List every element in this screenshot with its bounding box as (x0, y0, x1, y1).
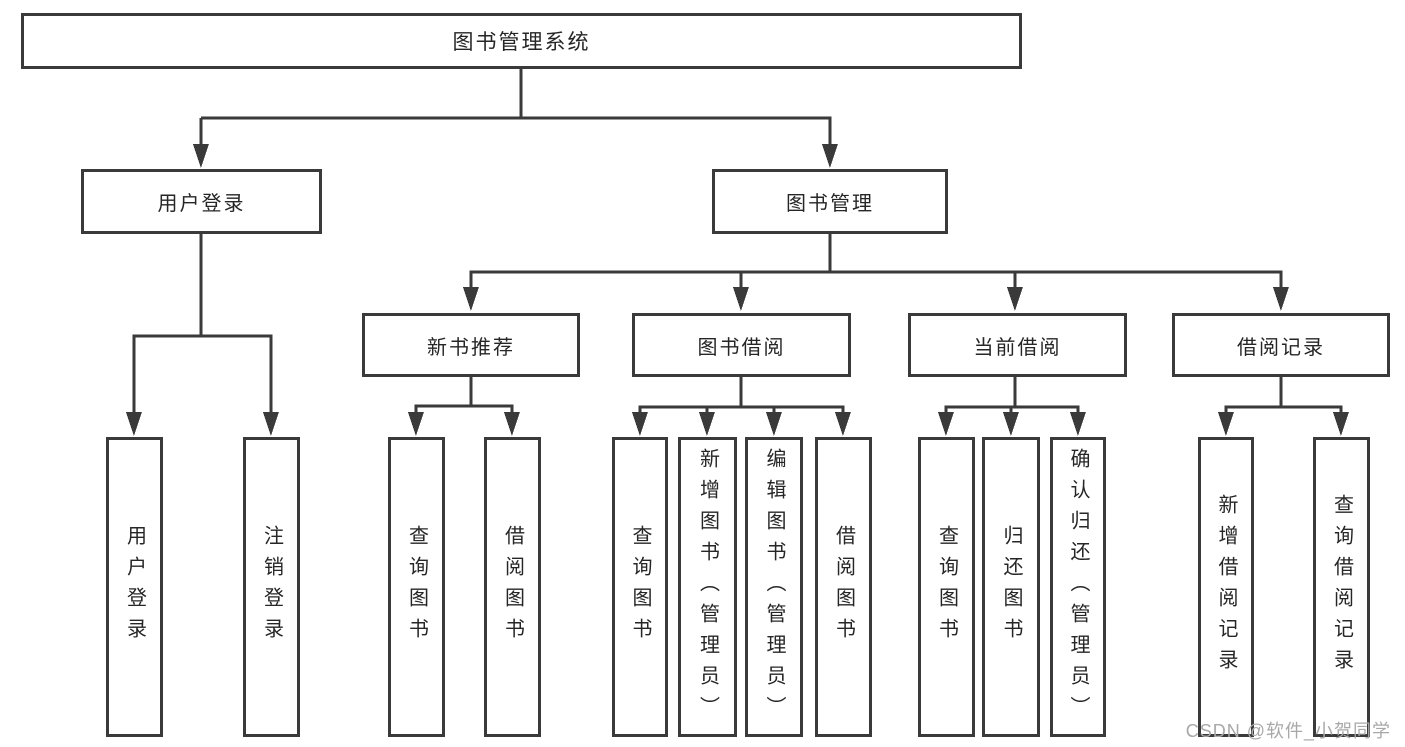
csdn-watermark: CSDN @软件_小贺同学 (1185, 721, 1391, 741)
leaf-add-books-admin-label: 新增图书（管理员） (696, 447, 719, 727)
leaf-query-books-current-label: 查询图书 (935, 525, 958, 649)
leaf-edit-books-admin-label: 编辑图书（管理员） (763, 447, 785, 727)
connector-user-login (126, 233, 279, 436)
leaf-query-borrow-record-label: 查询借阅记录 (1330, 494, 1353, 680)
node-current-borrowing: 当前借阅 (908, 313, 1127, 377)
leaf-query-books-recommend-label: 查询图书 (405, 525, 428, 649)
leaf-query-borrow-record: 查询借阅记录 (1313, 437, 1370, 737)
leaf-add-borrow-record: 新增借阅记录 (1198, 437, 1254, 737)
leaf-borrow-books-recommend-label: 借阅图书 (501, 525, 524, 649)
leaf-confirm-return-admin-label: 确认归还（管理员） (1067, 447, 1089, 727)
node-borrowing-records: 借阅记录 (1172, 313, 1390, 377)
node-new-book-recommendation: 新书推荐 (362, 313, 580, 377)
connector-root (193, 69, 838, 168)
node-user-login: 用户登录 (81, 169, 322, 234)
connector-new-book-recommendation (408, 377, 520, 436)
leaf-user-login: 用户登录 (106, 437, 163, 737)
leaf-confirm-return-admin: 确认归还（管理员） (1050, 437, 1106, 737)
leaf-logout: 注销登录 (243, 437, 300, 737)
leaf-add-borrow-record-label: 新增借阅记录 (1215, 494, 1237, 680)
connector-book-borrowing (632, 377, 851, 436)
connector-book-management (463, 233, 1289, 311)
leaf-borrow-books: 借阅图书 (815, 437, 872, 737)
leaf-user-login-label: 用户登录 (123, 525, 146, 649)
leaf-add-books-admin: 新增图书（管理员） (678, 437, 737, 737)
node-library-management-system: 图书管理系统 (21, 13, 1022, 69)
leaf-query-books-recommend: 查询图书 (388, 437, 445, 737)
leaf-borrow-books-recommend: 借阅图书 (484, 437, 541, 737)
leaf-query-books-borrow: 查询图书 (612, 437, 668, 737)
leaf-logout-label: 注销登录 (260, 525, 283, 649)
leaf-query-books-current: 查询图书 (918, 437, 975, 737)
leaf-return-books: 归还图书 (982, 437, 1040, 737)
connector-borrowing-records (1218, 377, 1349, 436)
node-book-borrowing: 图书借阅 (632, 313, 851, 377)
leaf-borrow-books-label: 借阅图书 (832, 525, 855, 649)
leaf-edit-books-admin: 编辑图书（管理员） (745, 437, 803, 737)
leaf-query-books-borrow-label: 查询图书 (629, 525, 651, 649)
connector-current-borrowing (938, 377, 1086, 436)
leaf-return-books-label: 归还图书 (1000, 525, 1022, 649)
node-book-management: 图书管理 (712, 169, 948, 234)
